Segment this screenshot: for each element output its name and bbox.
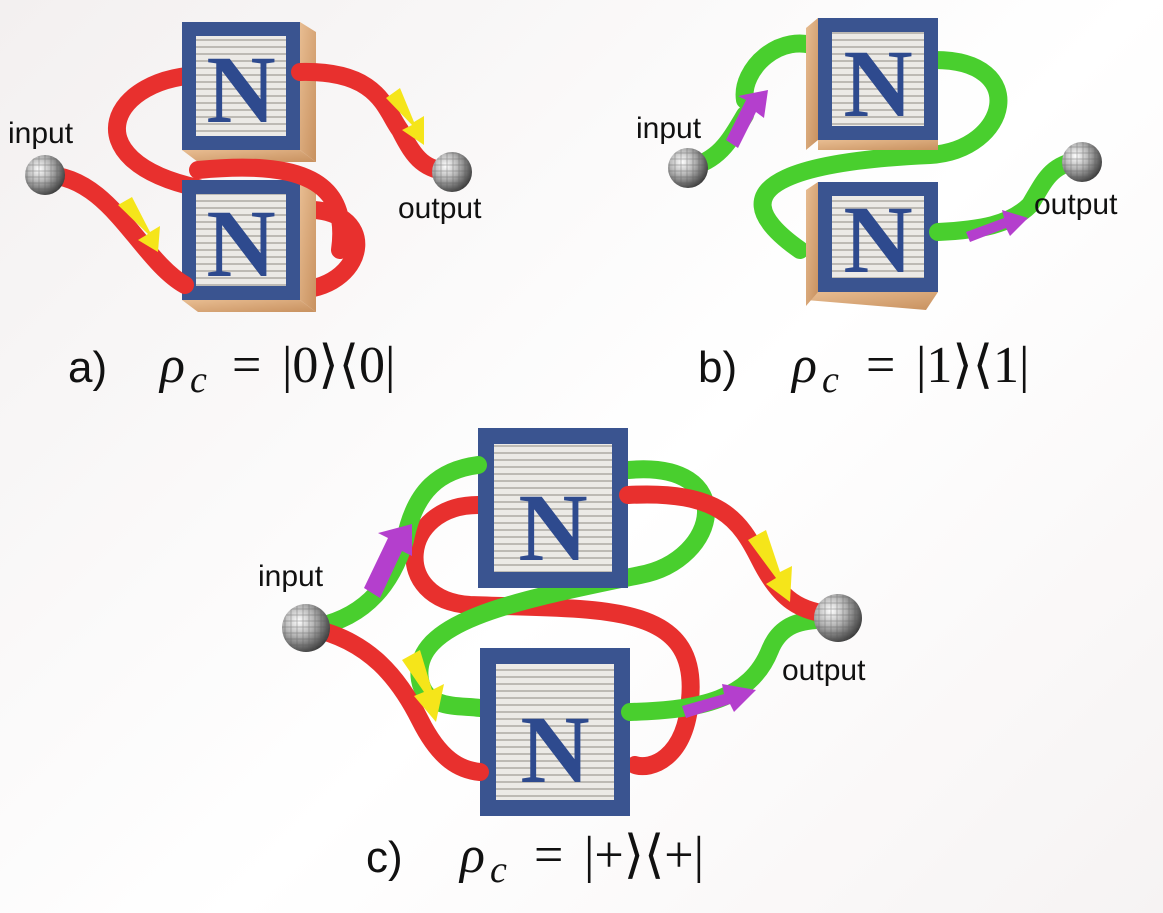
input-label: input [258,560,324,593]
arrow-icon [364,524,412,598]
block-letter: N [206,190,275,297]
equals-sign: = [232,337,261,394]
input-label: input [8,117,74,150]
rho-symbol: ρ [158,337,185,394]
sphere-icon [1062,142,1102,182]
panel-b: N N input output b) ρ c = |1⟩⟨1| [636,18,1118,401]
block-letter: N [206,36,275,143]
block-a-top: N [182,22,316,162]
panel-caption: a) [68,343,107,392]
block-b-bottom: N [806,182,938,310]
panel-caption: b) [698,343,737,392]
panel-caption: c) [366,833,403,882]
block-a-bottom: N [182,180,316,312]
block-letter: N [520,696,589,803]
equals-sign: = [866,337,895,394]
rho-subscript: c [190,359,207,401]
density-state: |1⟩⟨1| [916,337,1029,394]
output-label: output [782,654,866,687]
arrow-icon [748,530,792,602]
arrow-icon [966,210,1028,242]
output-label: output [1034,188,1118,221]
rho-subscript: c [822,359,839,401]
block-letter: N [843,186,912,293]
rho-subscript: c [490,849,507,891]
red-path-a-front [36,62,461,294]
arrow-icon [402,650,444,722]
block-c-bottom: N [480,648,630,816]
red-path-a-back [108,66,366,299]
red-path-c-front [301,485,844,781]
red-path-a-mid [189,158,351,259]
panel-a: N N input output a) ρ c = |0⟩⟨ [8,22,482,401]
block-c-top: N [478,428,628,588]
red-path-c-back [405,496,700,776]
block-letter: N [843,30,912,137]
arrow-icon [682,684,756,718]
block-b-top: N [806,18,938,150]
arrow-icon [118,197,160,252]
sphere-icon [432,152,472,192]
panel-c: N N input output c) ρ c = |+⟩⟨+| [258,428,866,891]
arrow-icon [726,90,768,148]
sphere-icon [668,148,708,188]
input-label: input [636,112,702,145]
arrow-icon [386,88,424,145]
rho-symbol: ρ [790,337,817,394]
density-state: |+⟩⟨+| [584,827,704,884]
equals-sign: = [534,827,563,884]
sphere-icon [25,155,65,195]
sphere-icon [814,594,862,642]
density-state: |0⟩⟨0| [282,337,395,394]
rho-symbol: ρ [458,827,485,884]
sphere-icon [282,604,330,652]
block-letter: N [518,474,587,581]
output-label: output [398,192,482,225]
